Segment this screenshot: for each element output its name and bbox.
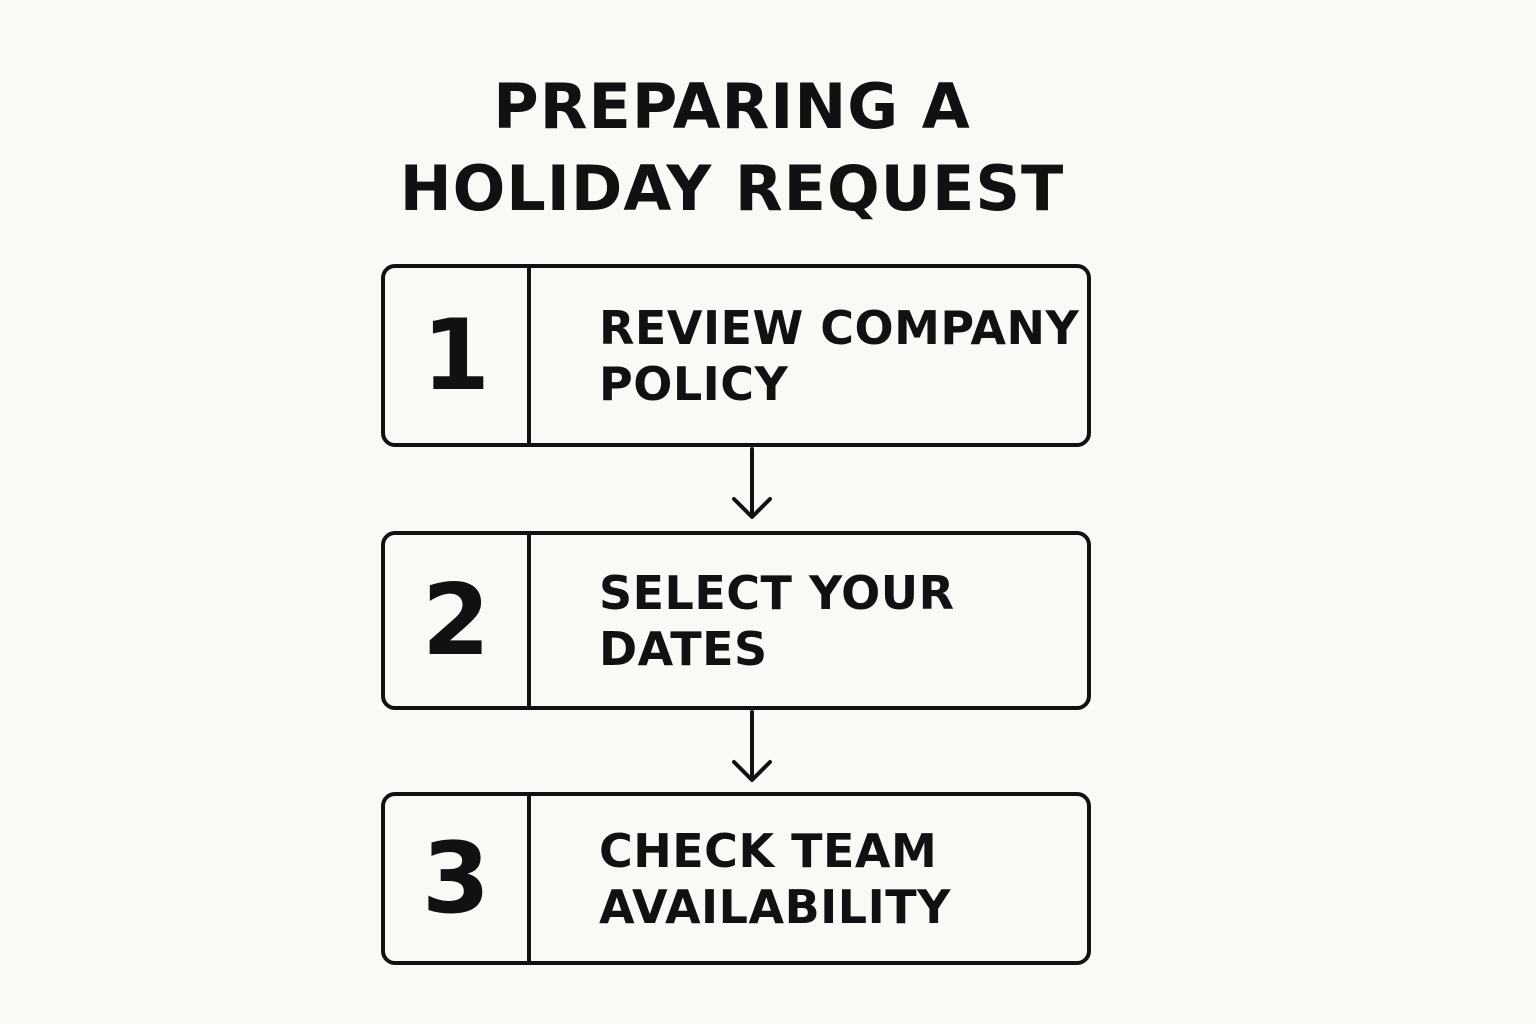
arrow-down-icon (732, 710, 772, 782)
step-label-2: SELECT YOUR DATES (531, 535, 1087, 706)
step-3-line-2: AVAILABILITY (599, 879, 951, 934)
step-2-line-2: DATES (599, 621, 768, 676)
step-box-1: 1 REVIEW COMPANY POLICY (381, 264, 1091, 447)
step-number-2: 2 (385, 535, 531, 706)
step-1-line-2: POLICY (599, 356, 789, 411)
step-label-1: REVIEW COMPANY POLICY (531, 268, 1087, 443)
step-number-3: 3 (385, 796, 531, 961)
step-1-line-1: REVIEW COMPANY (599, 300, 1080, 355)
step-3-line-1: CHECK TEAM (599, 823, 938, 878)
step-2-line-1: SELECT YOUR (599, 565, 955, 620)
step-box-2: 2 SELECT YOUR DATES (381, 531, 1091, 710)
title-line-1: PREPARING A (493, 70, 971, 143)
title-line-2: HOLIDAY REQUEST (399, 152, 1065, 225)
arrow-down-icon (732, 447, 772, 519)
step-box-3: 3 CHECK TEAM AVAILABILITY (381, 792, 1091, 965)
diagram-title: PREPARING A HOLIDAY REQUEST (332, 66, 1132, 230)
step-label-3: CHECK TEAM AVAILABILITY (531, 796, 1087, 961)
step-number-1: 1 (385, 268, 531, 443)
